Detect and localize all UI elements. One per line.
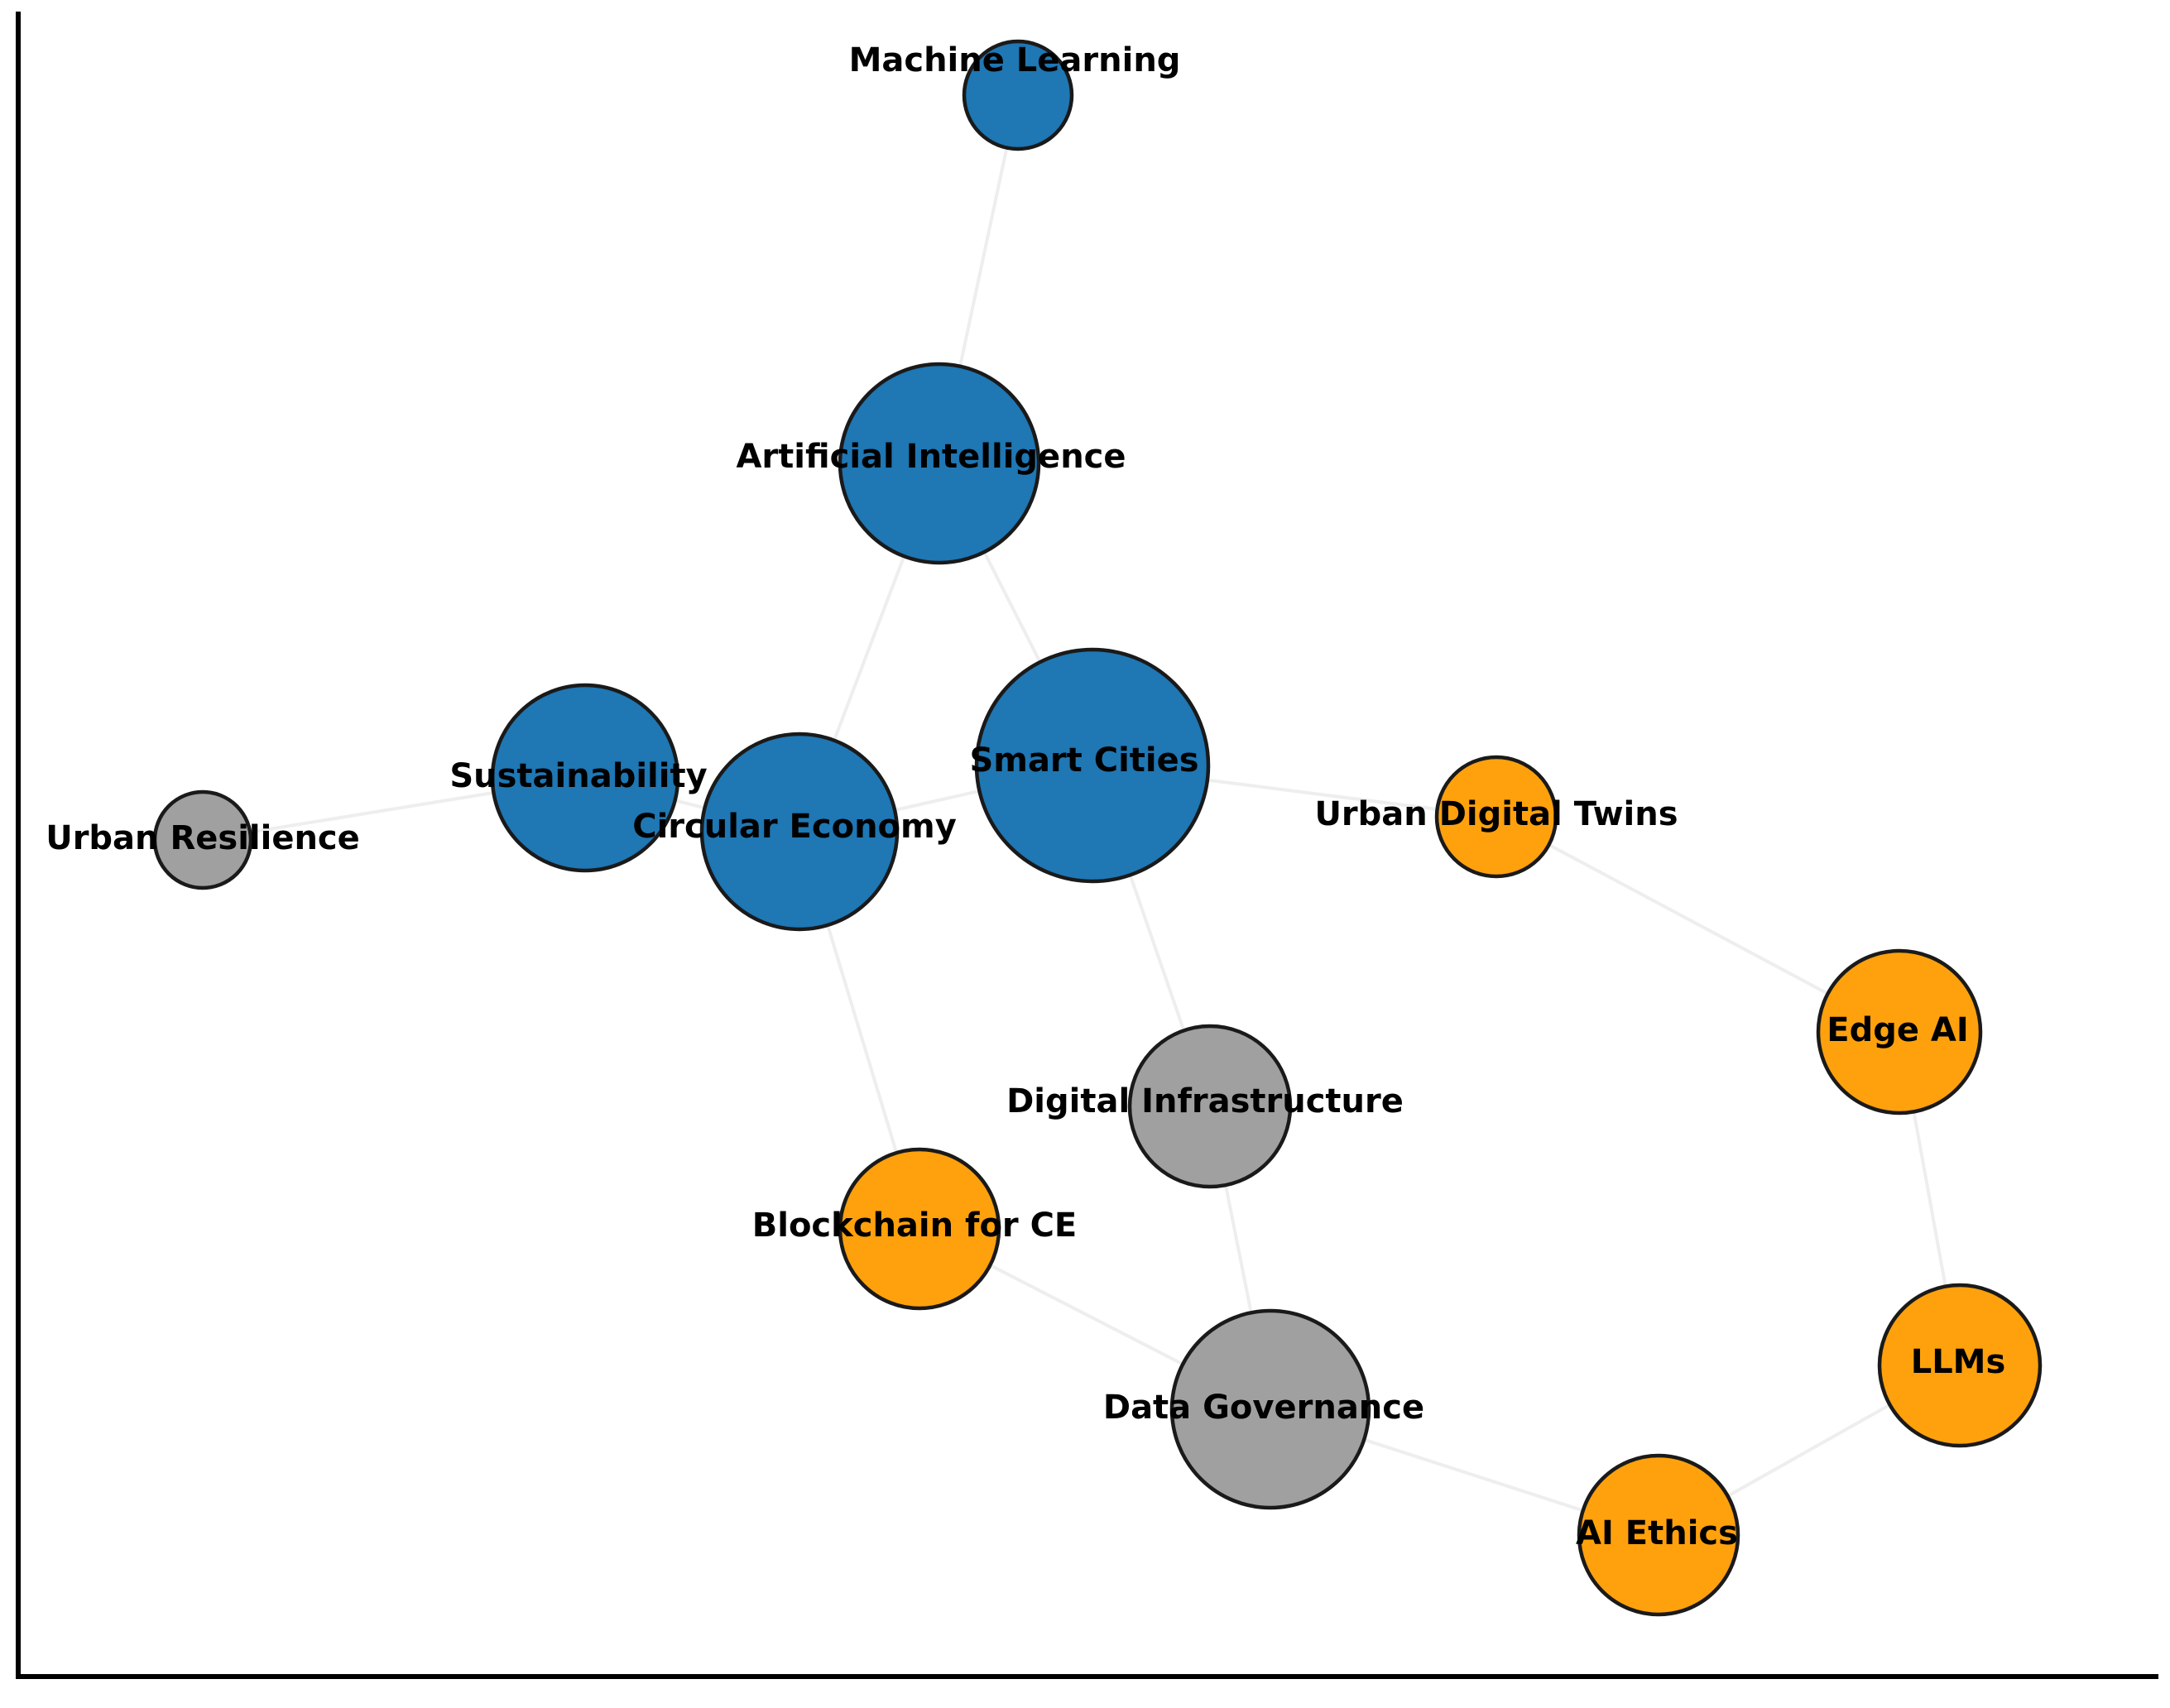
node-urban-digital-twins[interactable]: [1434, 755, 1558, 879]
node-label-blockchain-for-ce: Blockchain for CE: [752, 1207, 1078, 1245]
node-label-urban-resilience: Urban Resilience: [46, 819, 360, 857]
node-label-machine-learning: Machine Learning: [849, 41, 1181, 79]
node-layer: [152, 39, 2043, 1617]
axis-spine: [16, 12, 2158, 1679]
node-artificial-intelligence[interactable]: [838, 362, 1041, 565]
node-label-circular-economy: Circular Economy: [632, 808, 957, 846]
node-sustainability[interactable]: [490, 683, 680, 873]
node-digital-infrastructure[interactable]: [1127, 1024, 1293, 1189]
node-label-data-governance: Data Governance: [1103, 1389, 1424, 1427]
node-edge-ai[interactable]: [1816, 948, 1983, 1115]
node-label-llms: LLMs: [1911, 1343, 2006, 1381]
node-ai-ethics[interactable]: [1577, 1453, 1740, 1617]
axis-spines: [16, 12, 2158, 1679]
node-label-edge-ai: Edge AI: [1827, 1011, 1968, 1049]
node-label-artificial-intelligence: Artificial Intelligence: [736, 438, 1126, 476]
node-smart-cities[interactable]: [974, 647, 1211, 884]
node-machine-learning[interactable]: [962, 39, 1074, 151]
node-urban-resilience[interactable]: [152, 789, 253, 890]
node-circular-economy[interactable]: [699, 732, 900, 932]
node-label-ai-ethics: AI Ethics: [1576, 1514, 1738, 1552]
node-label-sustainability: Sustainability: [449, 757, 707, 795]
node-label-digital-infrastructure: Digital Infrastructure: [1006, 1082, 1404, 1120]
node-label-smart-cities: Smart Cities: [969, 741, 1198, 780]
node-blockchain-for-ce[interactable]: [838, 1147, 1001, 1311]
node-data-governance[interactable]: [1169, 1308, 1371, 1510]
node-llms[interactable]: [1877, 1283, 2043, 1448]
node-label-urban-digital-twins: Urban Digital Twins: [1314, 795, 1678, 833]
